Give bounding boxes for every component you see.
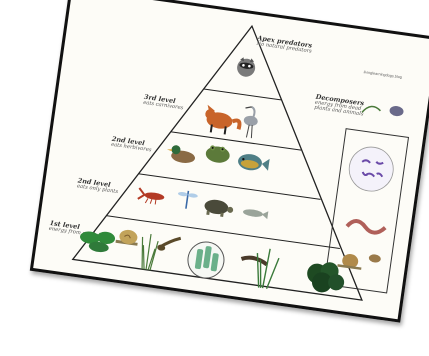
food-pyramid-worksheet: Apex predators No natural predators 3rd … — [30, 0, 429, 323]
worm-icon — [347, 220, 386, 234]
isopod-icon — [368, 254, 381, 264]
frog-icon — [205, 145, 231, 165]
divider-third — [170, 132, 301, 150]
fox-icon — [203, 105, 242, 137]
snail-top-icon — [389, 105, 404, 117]
plant-stem-icon — [362, 105, 381, 115]
fish-icon — [237, 153, 270, 173]
bacteria-icon — [346, 144, 396, 194]
grass-icon — [138, 233, 159, 271]
duck-icon — [165, 144, 196, 164]
dragonfly-icon — [176, 189, 198, 210]
divider-apex — [204, 89, 281, 100]
turtle-icon — [203, 198, 234, 218]
heron-icon — [241, 106, 259, 139]
divider-second — [138, 174, 320, 200]
algae-icon — [186, 240, 227, 281]
duckweed-icon — [78, 228, 116, 254]
reed-icon — [253, 247, 280, 290]
moss-icon — [305, 259, 347, 295]
crayfish-icon — [137, 188, 165, 205]
raccoon-icon — [236, 57, 256, 78]
minnow-icon — [242, 208, 268, 219]
